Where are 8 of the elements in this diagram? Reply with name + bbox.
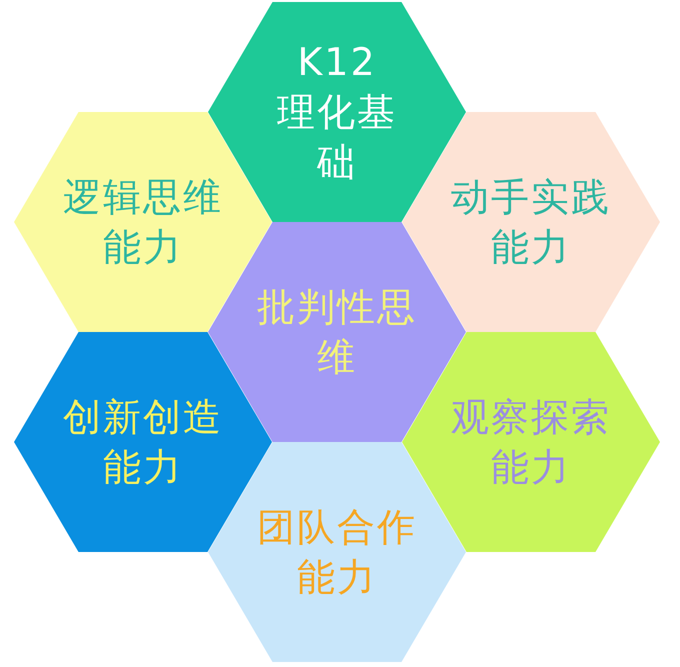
hexagon-label: 创新创造能力 bbox=[62, 394, 224, 491]
hexagon-label: 团队合作能力 bbox=[256, 504, 418, 601]
hexagon-label: 动手实践能力 bbox=[450, 174, 612, 271]
hexagon-label: 理化基础 bbox=[276, 89, 398, 186]
hexagon-label: 观察探索能力 bbox=[450, 394, 612, 491]
hexagon-label: 逻辑思维能力 bbox=[62, 174, 224, 271]
hexagon-label: K12 bbox=[297, 39, 377, 86]
hexagon-label: 批判性思维 bbox=[256, 284, 418, 381]
